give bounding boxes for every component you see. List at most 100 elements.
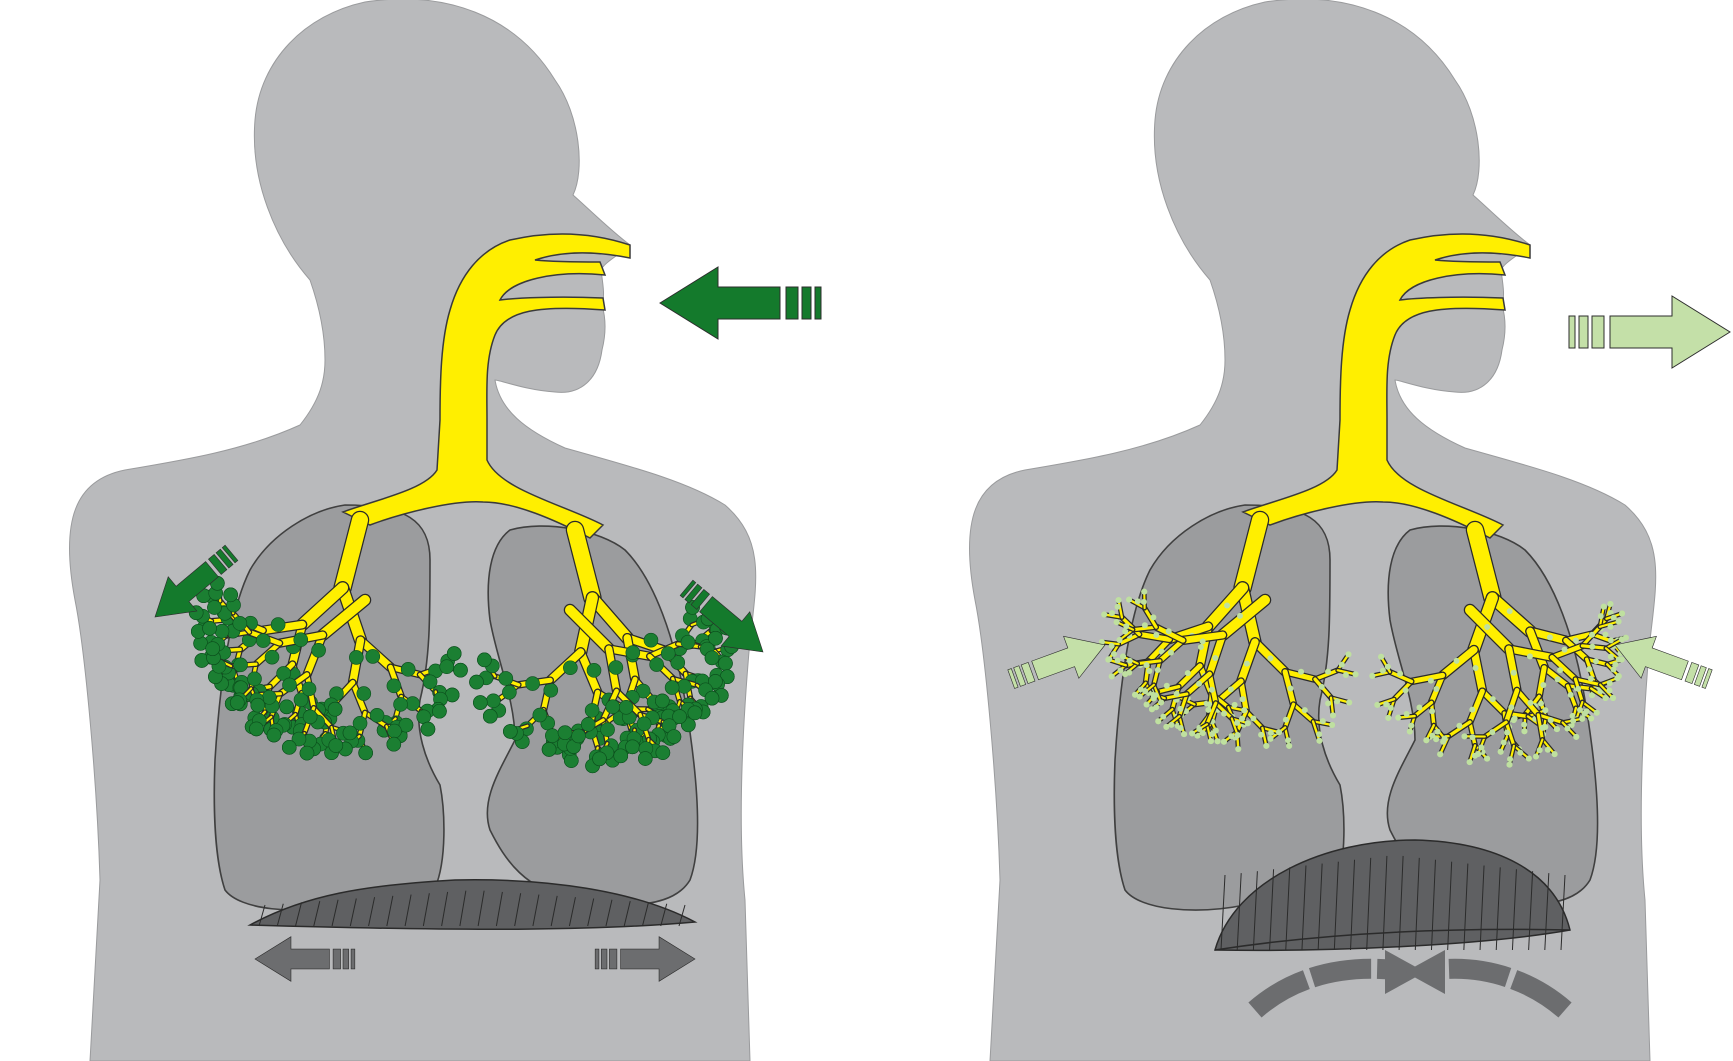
alveolus (1521, 728, 1527, 734)
alveolus (302, 682, 316, 696)
alveolus (1263, 743, 1269, 749)
alveolus (440, 660, 454, 674)
alveolus (265, 650, 279, 664)
alveolus (1298, 669, 1304, 675)
alveolus (1473, 665, 1479, 671)
alveolus (477, 653, 491, 667)
alveolus (638, 752, 652, 766)
alveolus (1545, 747, 1551, 753)
alveolus (1575, 686, 1581, 692)
alveolus (1564, 725, 1570, 731)
air-outflow-arrow (1569, 296, 1730, 368)
alveolus (1537, 747, 1543, 753)
alveolus (1490, 696, 1496, 702)
alveolus (1601, 604, 1607, 610)
alveolus (387, 737, 401, 751)
alveolus (503, 724, 517, 738)
alveolus (705, 691, 719, 705)
alveolus (1200, 638, 1206, 644)
alveolus (1115, 657, 1121, 663)
alveolus (1149, 706, 1155, 712)
alveolus (681, 635, 695, 649)
alveolus (1302, 707, 1308, 713)
alveolus (1209, 731, 1215, 737)
alveolus (249, 722, 263, 736)
alveolus (545, 729, 559, 743)
alveolus (1237, 613, 1243, 619)
alveolus (470, 675, 484, 689)
alveolus (1181, 731, 1187, 737)
alveolus (564, 754, 578, 768)
alveolus (203, 621, 217, 635)
alveolus (1416, 704, 1422, 710)
alveolus (256, 634, 270, 648)
alveolus (1241, 707, 1247, 713)
alveolus (1325, 700, 1331, 706)
alveolus (1594, 710, 1600, 716)
alveolus (1268, 730, 1274, 736)
alveolus (1215, 738, 1221, 744)
alveolus (271, 618, 285, 632)
alveolus (1507, 756, 1513, 762)
alveolus (1196, 726, 1202, 732)
alveolus (294, 633, 308, 647)
alveolus (234, 658, 248, 672)
alveolus (606, 700, 620, 714)
alveolus (1540, 682, 1546, 688)
alveolus (224, 588, 238, 602)
alveolus (1178, 725, 1184, 731)
alveolus (1547, 634, 1553, 640)
alveolus (1164, 683, 1170, 689)
alveolus (601, 723, 615, 737)
alveolus (1616, 656, 1622, 662)
alveolus (1616, 618, 1622, 624)
alveolus (1588, 715, 1594, 721)
alveolus (1380, 668, 1386, 674)
alveolus (283, 678, 297, 692)
alveolus (1109, 610, 1115, 616)
alveolus (1286, 743, 1292, 749)
alveolus (1579, 716, 1585, 722)
alveolus (1602, 695, 1608, 701)
alveolus (1155, 667, 1161, 673)
alveolus (1527, 700, 1533, 706)
alveolus (1456, 723, 1462, 729)
alveolus (1353, 671, 1359, 677)
alveolus (1555, 676, 1561, 682)
alveolus (1562, 647, 1568, 653)
alveolus (1285, 737, 1291, 743)
alveolus (1114, 619, 1120, 625)
alveolus (1209, 687, 1215, 693)
alveolus (1404, 711, 1410, 717)
alveolus (300, 746, 314, 760)
alveolus (626, 740, 640, 754)
alveolus (1385, 664, 1391, 670)
alveolus (1607, 601, 1613, 607)
alveolus (1508, 704, 1514, 710)
alveolus (1478, 744, 1484, 750)
alveolus (1533, 754, 1539, 760)
alveolus (206, 642, 220, 656)
alveolus (387, 679, 401, 693)
alveolus (1570, 718, 1576, 724)
alveolus (1205, 707, 1211, 713)
alveolus (401, 662, 415, 676)
alveolus (1512, 715, 1518, 721)
alveolus (1608, 637, 1614, 643)
alveolus (1469, 707, 1475, 713)
alveolus (718, 656, 732, 670)
alveolus (1120, 653, 1126, 659)
alveolus (667, 730, 681, 744)
alveolus (1614, 675, 1620, 681)
alveolus (1527, 653, 1533, 659)
alveolus (233, 616, 247, 630)
alveolus (1433, 686, 1439, 692)
alveolus (665, 681, 679, 695)
alveolus (1611, 615, 1617, 621)
alveolus (705, 651, 719, 665)
alveolus (1163, 724, 1169, 730)
alveolus (1608, 624, 1614, 630)
alveolus (1168, 650, 1174, 656)
alveolus (1189, 730, 1195, 736)
